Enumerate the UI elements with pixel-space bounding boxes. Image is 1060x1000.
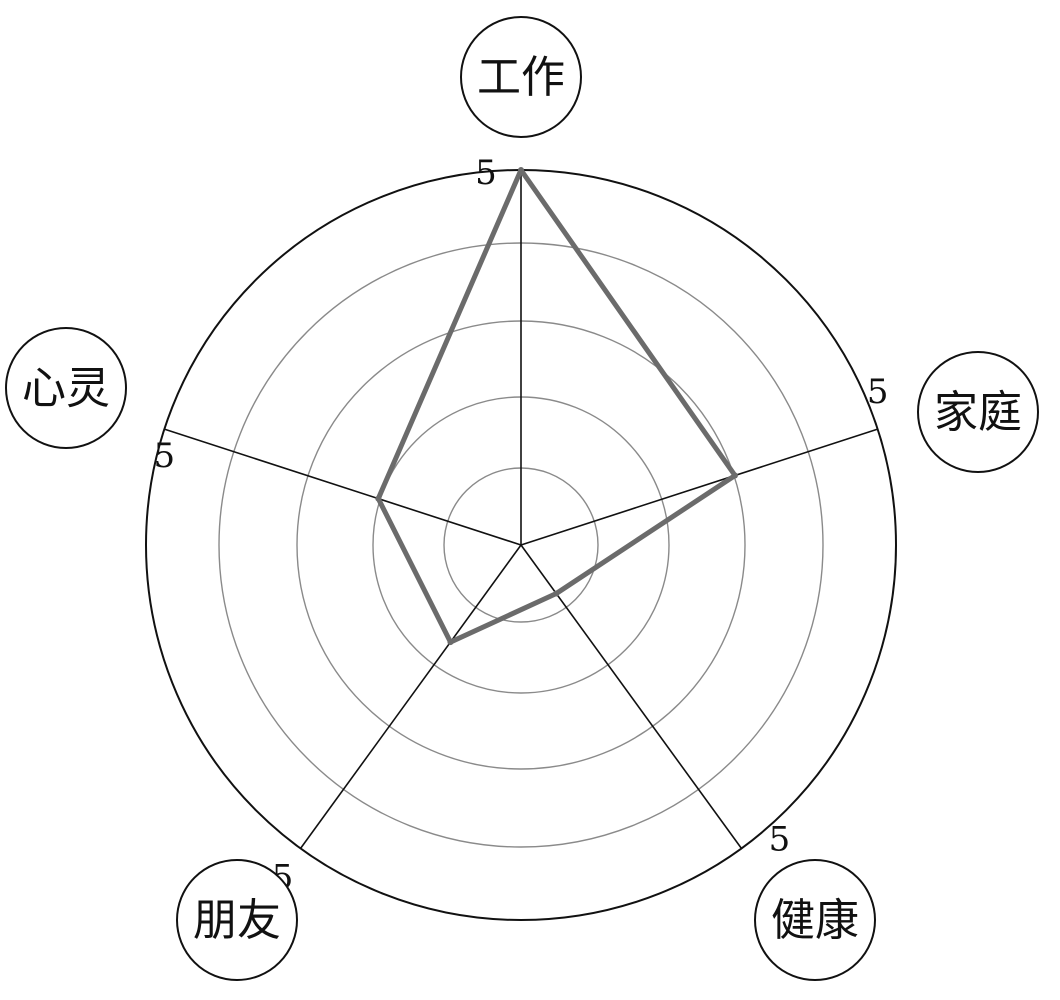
axis-line-4 <box>299 544 522 849</box>
axis-line-3 <box>520 544 743 849</box>
axis-line-2 <box>520 428 878 546</box>
max-tick-label-3: 5 <box>769 819 791 859</box>
max-tick-label-1: 5 <box>475 153 497 193</box>
axis-label-1: 工作 <box>477 52 565 103</box>
series-point-2 <box>731 472 738 479</box>
axis-label-circle-5 <box>5 327 127 449</box>
series-point-5 <box>375 495 382 502</box>
series-point-1 <box>518 167 524 173</box>
axis-label-4: 朋友 <box>193 895 281 946</box>
axis-label-circle-3 <box>754 859 876 981</box>
axis-label-5: 心灵 <box>22 363 110 414</box>
axis-label-circle-2 <box>917 351 1039 473</box>
series-point-3 <box>553 590 560 597</box>
max-tick-label-2: 5 <box>867 372 889 412</box>
series-line <box>375 167 738 645</box>
max-tick-label-5: 5 <box>154 436 176 476</box>
series-point-4 <box>447 639 454 646</box>
axis-label-2: 家庭 <box>934 387 1022 438</box>
axis-label-circle-4 <box>176 859 298 981</box>
axis-line-5 <box>164 428 522 546</box>
axis-label-3: 健康 <box>771 895 859 946</box>
axis-label-circle-1 <box>460 16 582 138</box>
